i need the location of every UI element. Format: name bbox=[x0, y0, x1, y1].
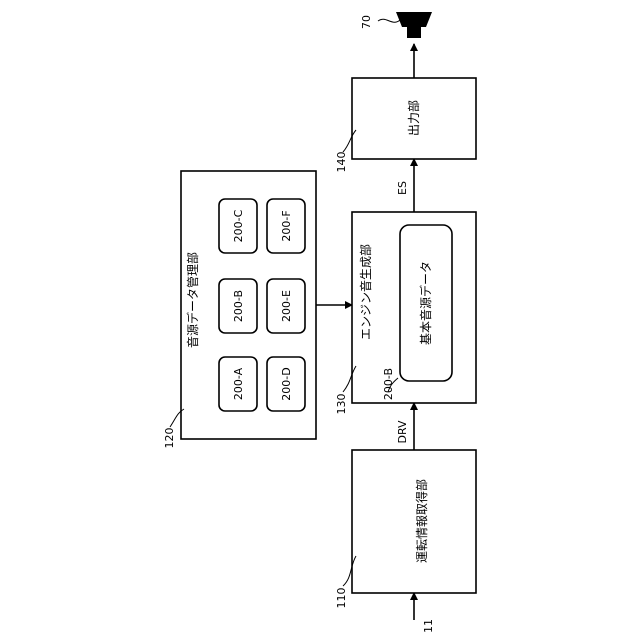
speaker-magnet bbox=[407, 27, 421, 38]
sound-item: 200-E bbox=[267, 279, 305, 333]
sound-item: 200-C bbox=[219, 199, 257, 253]
speaker-icon bbox=[396, 12, 432, 38]
es-signal-label: ES bbox=[396, 181, 409, 195]
sound-item-label: 200-F bbox=[280, 210, 293, 241]
sound-manager-block: 音源データ管理部 200-A 200-B 200-C 200-D 200-E 2… bbox=[181, 171, 316, 439]
generator-block: エンジン音生成部 基本音源データ 200-B bbox=[352, 212, 476, 403]
acquisition-ref: 110 bbox=[335, 588, 348, 609]
acquisition-block: 運転情報取得部 bbox=[352, 450, 476, 593]
speaker-ref: 70 bbox=[360, 15, 373, 29]
generator-ref: 130 bbox=[335, 394, 348, 415]
acquisition-label: 運転情報取得部 bbox=[414, 479, 429, 563]
sound-item-label: 200-E bbox=[280, 290, 293, 322]
sound-item-label: 200-C bbox=[232, 209, 245, 242]
output-block: 出力部 bbox=[352, 78, 476, 159]
sound-item-label: 200-D bbox=[280, 367, 293, 400]
basic-sound-data-ref: 200-B bbox=[382, 368, 395, 400]
sound-item-label: 200-A bbox=[232, 367, 245, 400]
output-label: 出力部 bbox=[406, 100, 421, 136]
sound-item: 200-D bbox=[267, 357, 305, 411]
sound-manager-ref: 120 bbox=[163, 428, 176, 449]
acquisition-box bbox=[352, 450, 476, 593]
drv-signal-label: DRV bbox=[396, 420, 409, 444]
sound-item: 200-A bbox=[219, 357, 257, 411]
sound-item-label: 200-B bbox=[232, 290, 245, 322]
basic-sound-data-label: 基本音源データ bbox=[418, 261, 433, 345]
speaker-leader bbox=[378, 19, 400, 22]
sound-manager-label: 音源データ管理部 bbox=[185, 252, 200, 348]
sound-item: 200-F bbox=[267, 199, 305, 253]
output-ref: 140 bbox=[335, 152, 348, 173]
input-ref: 11 bbox=[422, 619, 435, 633]
speaker-cone bbox=[396, 12, 432, 27]
sound-item: 200-B bbox=[219, 279, 257, 333]
generator-label: エンジン音生成部 bbox=[358, 244, 373, 340]
